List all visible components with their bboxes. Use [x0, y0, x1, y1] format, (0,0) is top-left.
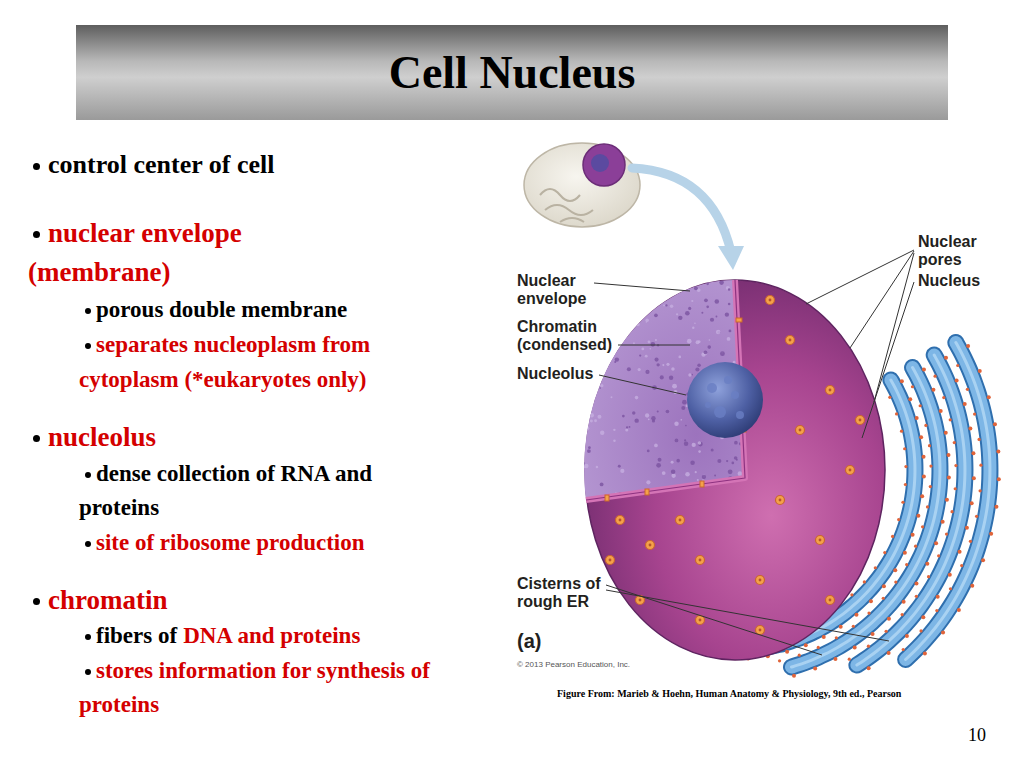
panel-letter: (a) [517, 630, 541, 652]
bullet-dot [85, 343, 91, 349]
title-bar: Cell Nucleus [76, 25, 948, 120]
small-cell [524, 143, 640, 227]
bullet-dot [33, 231, 40, 238]
sub-bullet-text: DNA and proteins [183, 619, 360, 653]
copyright-note: © 2013 Pearson Education, Inc. [517, 660, 630, 670]
nucleus-sphere [579, 277, 885, 660]
part-label: Chromatin (condensed) [517, 318, 627, 354]
sub-bullet-text: site of ribosome production [79, 526, 459, 560]
bullet-dot [85, 669, 91, 675]
part-label: Nuclear envelope [517, 272, 617, 308]
sub-bullet-text: dense collection of RNA and proteins [79, 457, 449, 525]
bullet-dot [85, 541, 91, 547]
part-label: Cisterns of rough ER [517, 575, 622, 611]
bullet-dot [33, 435, 40, 442]
bullet-dot [33, 598, 40, 605]
part-label: Nuclear pores [918, 233, 998, 269]
zoom-arrow [632, 168, 744, 270]
bullet-text: control center of cell [28, 148, 348, 182]
bullet-heading: nucleolus [28, 418, 328, 457]
figure-credit: Figure From: Marieb & Hoehn, Human Anato… [557, 688, 901, 700]
page-number: 10 [968, 724, 986, 746]
part-label: Nucleus [918, 272, 980, 290]
bullet-dot [85, 308, 91, 314]
sub-bullet-text: fibers of [79, 619, 177, 653]
leader-lines [594, 250, 914, 655]
sub-bullet-text: porous double membrane [79, 292, 459, 327]
bullet-dot [85, 634, 91, 640]
sub-bullet-text: separates nucleoplasm from cytoplasm (*e… [79, 327, 449, 397]
bullet-dot [85, 472, 91, 478]
sub-bullet-text: stores information for synthesis of prot… [79, 654, 489, 722]
bullet-heading: nuclear envelope (membrane) [28, 214, 328, 292]
slide-title: Cell Nucleus [389, 47, 636, 98]
part-label: Nucleolus [517, 365, 593, 383]
bullet-heading: chromatin [28, 581, 328, 620]
bullet-dot [33, 163, 40, 170]
